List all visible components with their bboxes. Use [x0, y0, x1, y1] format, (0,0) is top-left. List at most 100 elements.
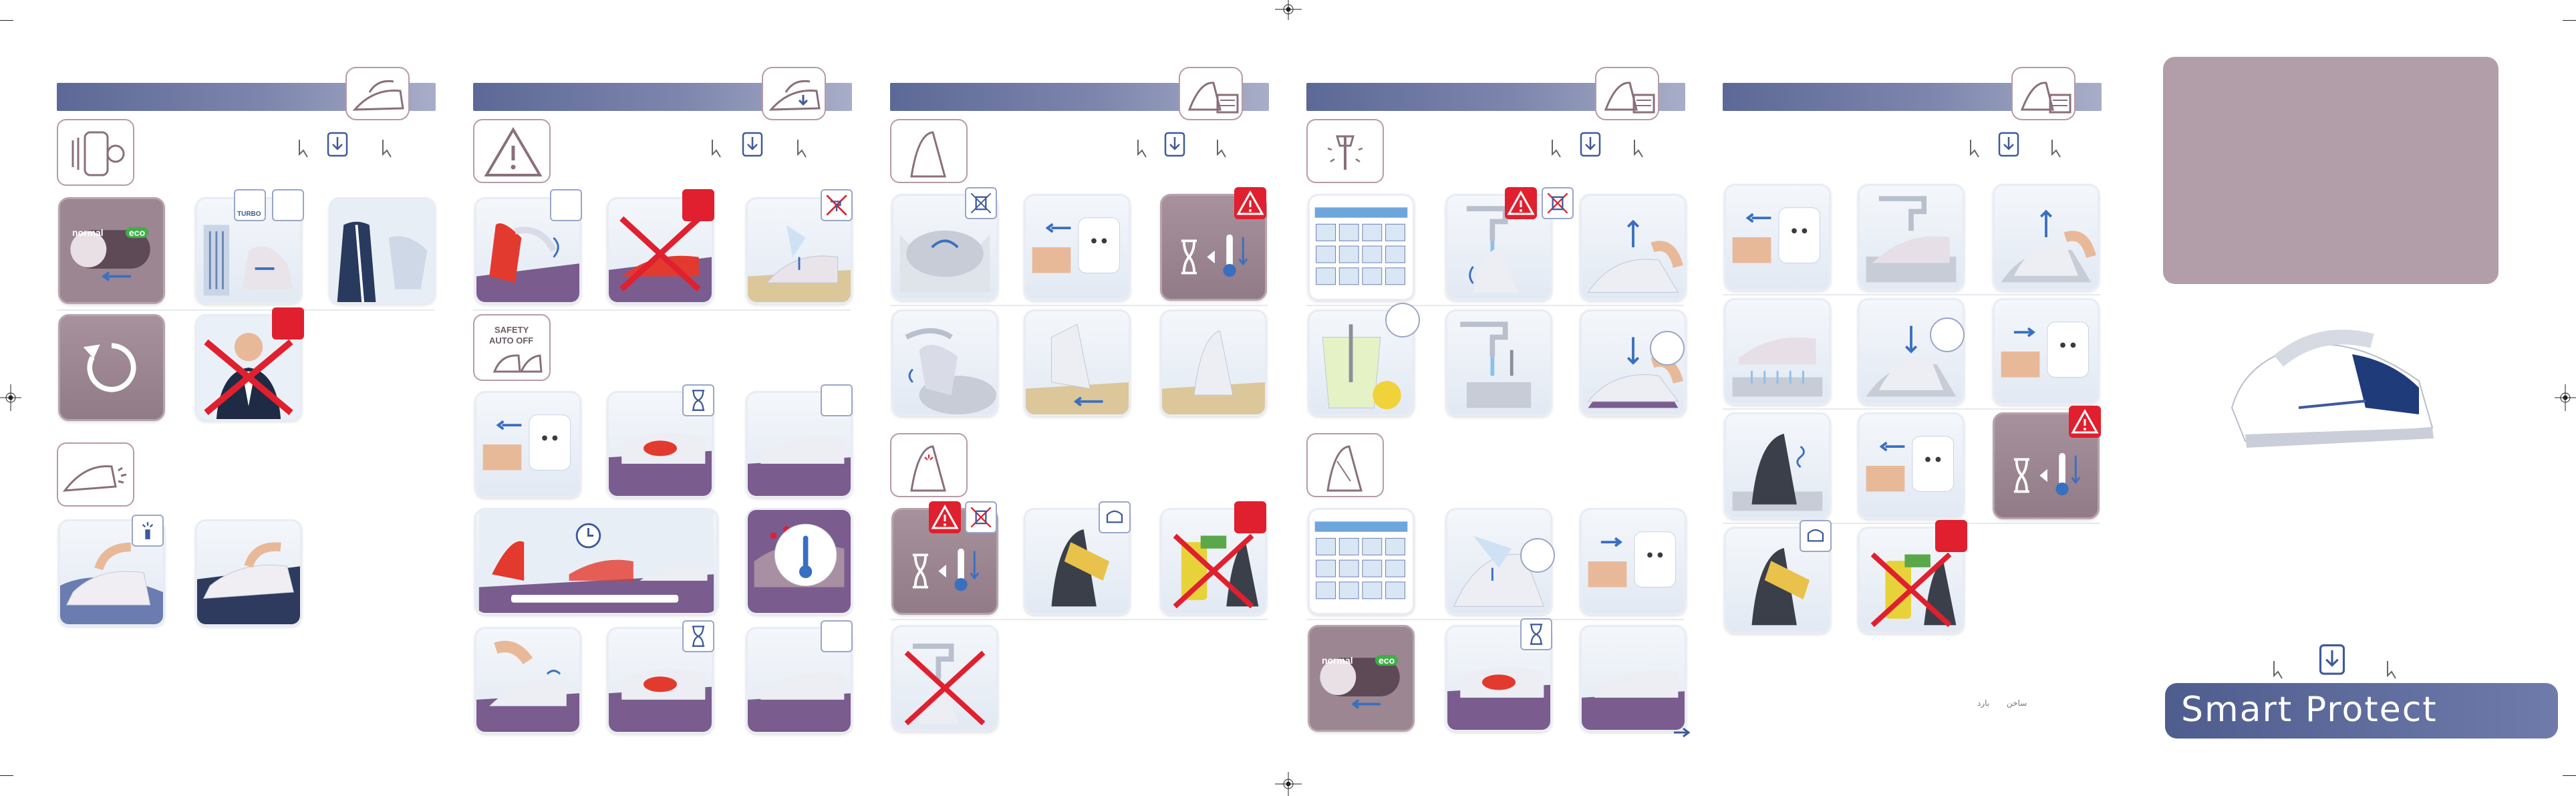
- normal-eco-dial-cell-2: normal eco: [1308, 625, 1415, 732]
- cursor-icon-5: [1137, 140, 1147, 158]
- next-page-arrow-icon: [1674, 727, 1691, 738]
- sponge-badge-2: [1800, 520, 1832, 552]
- manual-download-icon-cover: [2319, 644, 2345, 675]
- remove-anticalc-rod-cell: [1580, 194, 1687, 301]
- cursor-icon-3: [712, 140, 721, 158]
- manual-download-icon-1: [327, 132, 348, 157]
- spray-badge: [132, 515, 164, 547]
- iron-download-header-icon: [762, 67, 826, 120]
- warning-triangle-badge-1: [1234, 187, 1266, 219]
- unplug-cell-p5-2: [1858, 412, 1965, 519]
- hourglass-badge-1: [682, 384, 714, 416]
- no-tap-water-badge: [821, 189, 853, 221]
- crop-mark-tr: [2563, 20, 2576, 21]
- spray-water-cell: [58, 519, 165, 626]
- warning-badge-4: [1935, 520, 1967, 552]
- panel-3-separator-1: [890, 305, 1268, 306]
- spray-symbol: [57, 442, 134, 507]
- iron-cleaning-header-icon-3: [2011, 67, 2076, 120]
- product-name: Smart Protect: [2181, 690, 2438, 730]
- footnote-arabic-a: ﺑﺎﺭﺩ: [1977, 698, 1990, 708]
- warning-triangle-badge-2: [929, 501, 961, 533]
- panel-5-separator-1: [1723, 294, 2100, 295]
- unplug-cell-p5: [1724, 184, 1831, 291]
- turbo-badge: TURBO: [234, 189, 266, 221]
- manual-download-icon-4: [1580, 132, 1601, 157]
- rinse-rod-cell: [1445, 309, 1552, 416]
- warning-badge-2: [682, 189, 714, 221]
- empty-badge-2: [550, 189, 582, 221]
- cursor-icon-2: [382, 140, 392, 158]
- panel-5: ﺑﺎﺭﺩ ﺳﺎﺧﻦ: [1723, 0, 2102, 796]
- red-light-cell-2: [607, 627, 714, 734]
- rod-in-lemon-water-cell: [1308, 309, 1415, 416]
- warning-triangle-badge-3: [1505, 187, 1537, 219]
- eco-label-2: eco: [1375, 655, 1399, 666]
- eco-label: eco: [126, 227, 149, 238]
- registration-mark-left: [0, 384, 21, 411]
- iron-upright-board-cell: [1160, 309, 1267, 416]
- iron-on-heel-cell: [474, 197, 581, 304]
- iron-header-icon: [345, 67, 410, 120]
- calendar-months-cell-2: [1308, 508, 1415, 615]
- cursor-icon-7: [1552, 140, 1561, 158]
- cursor-icon-6: [1217, 140, 1226, 158]
- iron-upright-steam-symbol: [890, 433, 968, 497]
- panel-2: SAFETY AUTO OFF: [473, 0, 853, 796]
- safety-auto-off-symbol: SAFETY AUTO OFF: [473, 314, 551, 381]
- red-light-cell-3: [1445, 625, 1552, 732]
- heat-thermometer-cell: [746, 508, 853, 615]
- cursor-icon-cover-2: [2387, 661, 2396, 679]
- warning-triangle-badge-4: [2069, 406, 2101, 438]
- crop-mark-br: [2563, 775, 2576, 776]
- safety-label: SAFETY: [494, 325, 529, 335]
- manual-download-icon-2: [742, 132, 763, 157]
- steam-iron-product-image: [2231, 329, 2434, 448]
- vertical-steam-jacket-cell: [329, 197, 436, 304]
- panel-2-separator-1: [473, 309, 851, 311]
- iron-cleaning-header-icon: [1179, 67, 1243, 120]
- unplug-wall-cell-2: [1024, 194, 1131, 301]
- hourglass-badge-3: [1520, 618, 1552, 650]
- timer-circle-badge-4: [1930, 317, 1965, 352]
- iron-upright-symbol: [890, 119, 968, 183]
- panel-5-separator-3: [1723, 523, 2100, 524]
- plug-in-cell-p5: [1993, 298, 2100, 405]
- steam-upward-cell: [474, 627, 581, 734]
- calendar-months-cell: [1308, 194, 1415, 301]
- shake-steam-sink-cell: [1724, 298, 1831, 405]
- cover-color-box: [2163, 57, 2498, 284]
- panel-5-separator-2: [1723, 408, 2100, 410]
- no-rinse-under-tap-cell: [891, 625, 998, 732]
- iron-on-board-cell: [746, 391, 853, 498]
- brand-bar: [2165, 683, 2558, 739]
- no-descaler-badge-3: [1542, 187, 1574, 219]
- warning-triangle-symbol: [473, 119, 551, 183]
- shake-over-sink-cell: [891, 309, 998, 416]
- crop-mark-tl: [0, 20, 13, 21]
- auto-off-timer-wide-cell: [474, 508, 718, 615]
- normal-label-2: normal: [1322, 655, 1353, 666]
- panel-1: normal eco TURBO: [57, 0, 436, 796]
- panel-3: [890, 0, 1269, 796]
- normal-eco-dial-cell: normal eco: [58, 197, 165, 304]
- steam-hand-symbol: [57, 119, 134, 186]
- cursor-icon-9: [1970, 140, 1979, 158]
- no-descaler-badge-2: [965, 501, 997, 533]
- sponge-badge: [1099, 501, 1131, 533]
- sink-rinse-cell: [891, 194, 998, 301]
- warning-badge-1: [272, 307, 304, 340]
- iron-cleaning-header-icon-2: [1595, 67, 1659, 120]
- unplug-wall-cell: [474, 391, 581, 498]
- normal-label: normal: [72, 227, 104, 238]
- panel-4-separator-1: [1306, 305, 1684, 306]
- auto-off-label: AUTO OFF: [489, 336, 534, 346]
- iron-tilt-board-cell: [1024, 309, 1131, 416]
- registration-mark-right: [2555, 384, 2576, 411]
- iron-upright-symbol-2: [1306, 433, 1384, 497]
- no-descaler-badge-1: [965, 187, 997, 219]
- timer-circle-badge-2: [1650, 331, 1685, 366]
- remove-rod-cell-p5: [1993, 184, 2100, 291]
- manual-download-icon-5: [1998, 132, 2019, 157]
- crop-mark-bl: [0, 775, 13, 776]
